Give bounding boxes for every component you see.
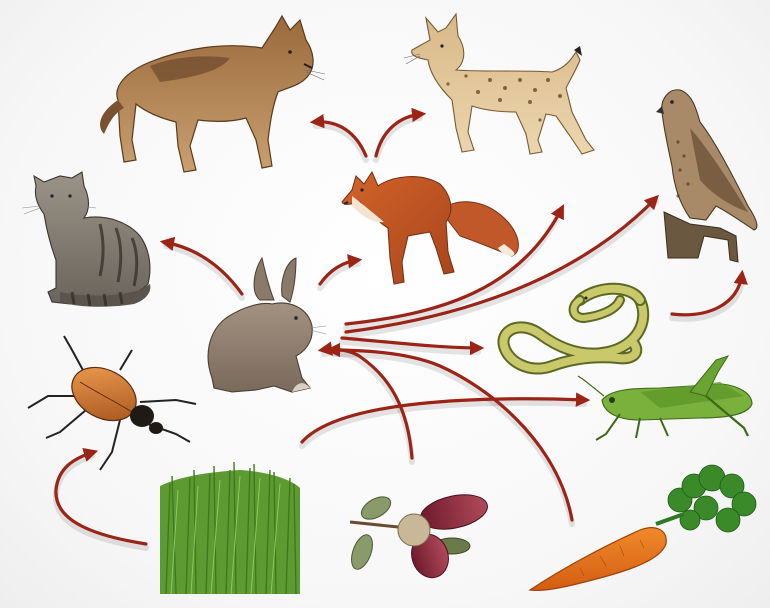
fox-illustration xyxy=(342,172,518,284)
arrow-snake-to-falcon xyxy=(672,274,742,315)
beetle-illustration xyxy=(28,336,196,470)
wildcat-illustration xyxy=(22,172,150,307)
carrot-illustration xyxy=(530,465,756,590)
arrow-grass-to-beetle xyxy=(56,452,146,544)
grasshopper-illustration xyxy=(578,356,752,440)
acorn-illustration xyxy=(347,489,490,582)
lynx-illustration xyxy=(404,14,594,154)
falcon-illustration xyxy=(656,90,757,262)
snake-illustration xyxy=(503,289,643,369)
wolf-illustration xyxy=(100,16,325,172)
grass-illustration xyxy=(160,462,300,594)
